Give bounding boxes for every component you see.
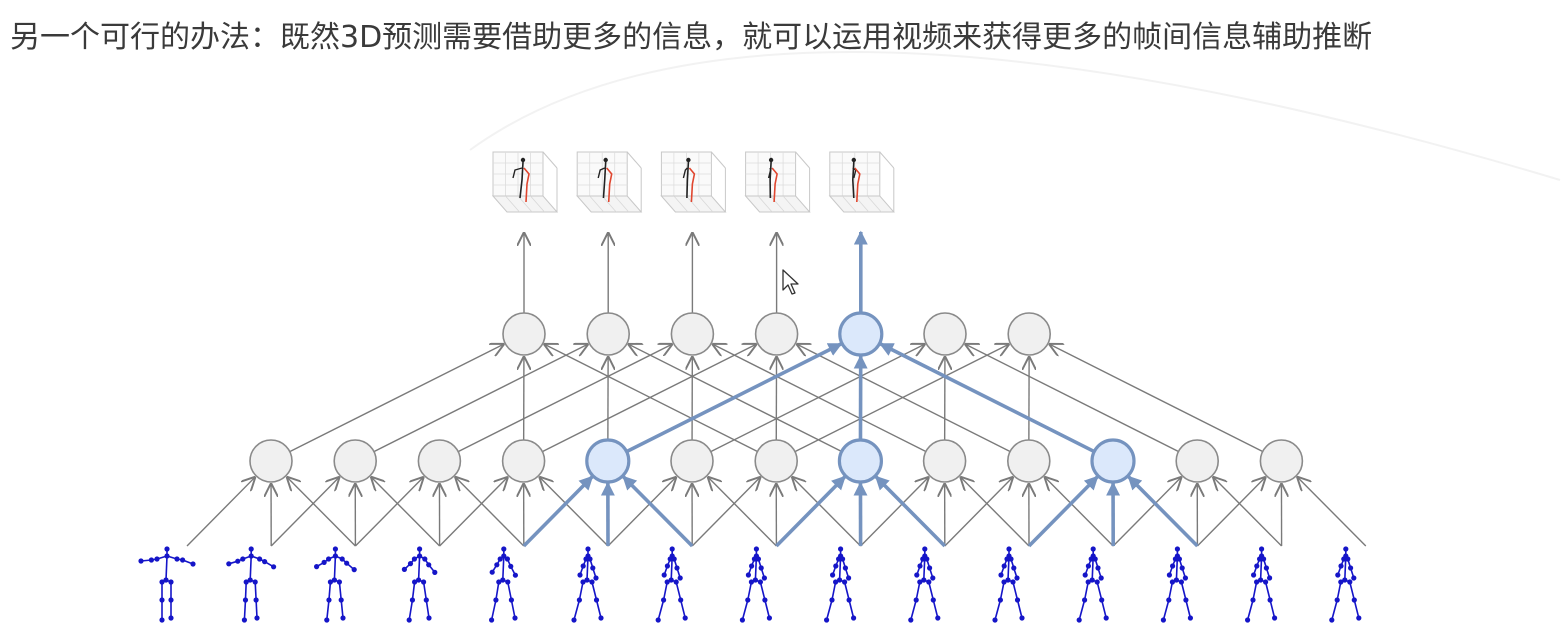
connection-edge [794,344,1010,453]
layer2-node [586,312,631,356]
layer2-node [923,312,967,356]
connection-edge [289,344,505,453]
connection-edge [439,477,509,547]
input-2d-skeleton [1329,546,1362,623]
input-2d-skeleton [138,546,196,623]
connection-edge [354,477,424,547]
connection-edge [539,477,609,547]
input-2d-skeleton [1160,546,1193,623]
mouse-cursor-icon [782,269,799,295]
input-2d-skeleton [655,546,688,623]
pose-3d-thumbnail [576,151,643,213]
highlighted-edge [622,475,694,548]
input-2d-skeleton [314,546,357,623]
pose-3d-thumbnail [744,151,811,213]
connection-edge [287,477,356,547]
input-2d-skeleton [739,546,773,623]
layer1-node [922,439,967,483]
layer1-node [754,439,799,483]
highlighted-edge [879,342,1096,454]
input-2d-skeleton [571,546,604,623]
connection-edge [1213,477,1283,547]
connection-edge [1049,344,1263,453]
highlighted-layer1-node [1090,438,1136,484]
highlighted-edge [1027,475,1099,548]
connection-edge [373,344,589,453]
connection-edge [455,477,525,547]
layer1-node [333,439,378,483]
input-2d-skeletons [138,546,1362,623]
pose-3d-thumbnail [491,151,559,213]
layer1-node [1175,439,1219,483]
connection-edge [708,477,777,547]
input-2d-skeleton [226,546,277,623]
layer1-node [249,439,293,483]
input-2d-skeleton [824,546,857,623]
highlighted-edge [1127,475,1199,548]
connection-edge [1297,477,1367,547]
connection-edge [607,477,677,547]
background-arcs [469,51,1561,181]
layer1-node [1007,439,1051,483]
layer2-node [754,312,799,356]
layer2-node [502,312,546,356]
connection-edge [371,477,441,547]
connection-edge [691,477,761,547]
network-nodes [249,311,1304,484]
slide-caption: 另一个可行的办法：既然3D预测需要借助更多的信息，就可以运用视频来获得更多的帧间… [10,20,1373,55]
input-2d-skeleton [489,546,519,623]
layer2-node [1007,312,1051,356]
highlighted-layer1-node [837,438,884,484]
highlighted-layer1-node [585,438,631,484]
connection-edge [1112,477,1182,547]
highlighted-edge [625,342,843,454]
highlighted-edge [874,475,947,548]
highlighted-layer2-node [838,311,884,357]
connection-edge [1044,477,1114,547]
connection-edge [270,477,340,547]
layer1-node [1259,439,1304,483]
layer1-node [670,439,714,483]
input-2d-skeleton [1245,546,1278,623]
connection-edge [860,477,930,547]
connection-edge [1196,477,1266,547]
connection-edge [710,344,926,453]
input-2d-skeleton [401,546,438,623]
output-3d-poses [491,151,895,213]
input-2d-skeleton [1076,546,1109,623]
highlighted-connections [522,230,1199,548]
layer1-node [501,439,546,483]
connection-edge [542,344,757,453]
pose-3d-thumbnail [828,151,895,213]
layer2-node [670,312,715,356]
highlighted-edge [775,475,847,548]
connection-edge [960,477,1030,547]
connection-edge [965,344,1179,453]
highlighted-edge [522,475,594,548]
connection-edge [186,477,256,547]
connection-edge [457,344,673,453]
layer1-node [417,439,462,483]
pose-3d-thumbnail [660,151,727,213]
gray-connections [186,232,1367,547]
input-2d-skeleton [908,546,941,623]
input-2d-skeleton [992,546,1025,623]
connection-edge [792,477,862,547]
connection-edge [944,477,1014,547]
background-arc [469,51,1561,181]
